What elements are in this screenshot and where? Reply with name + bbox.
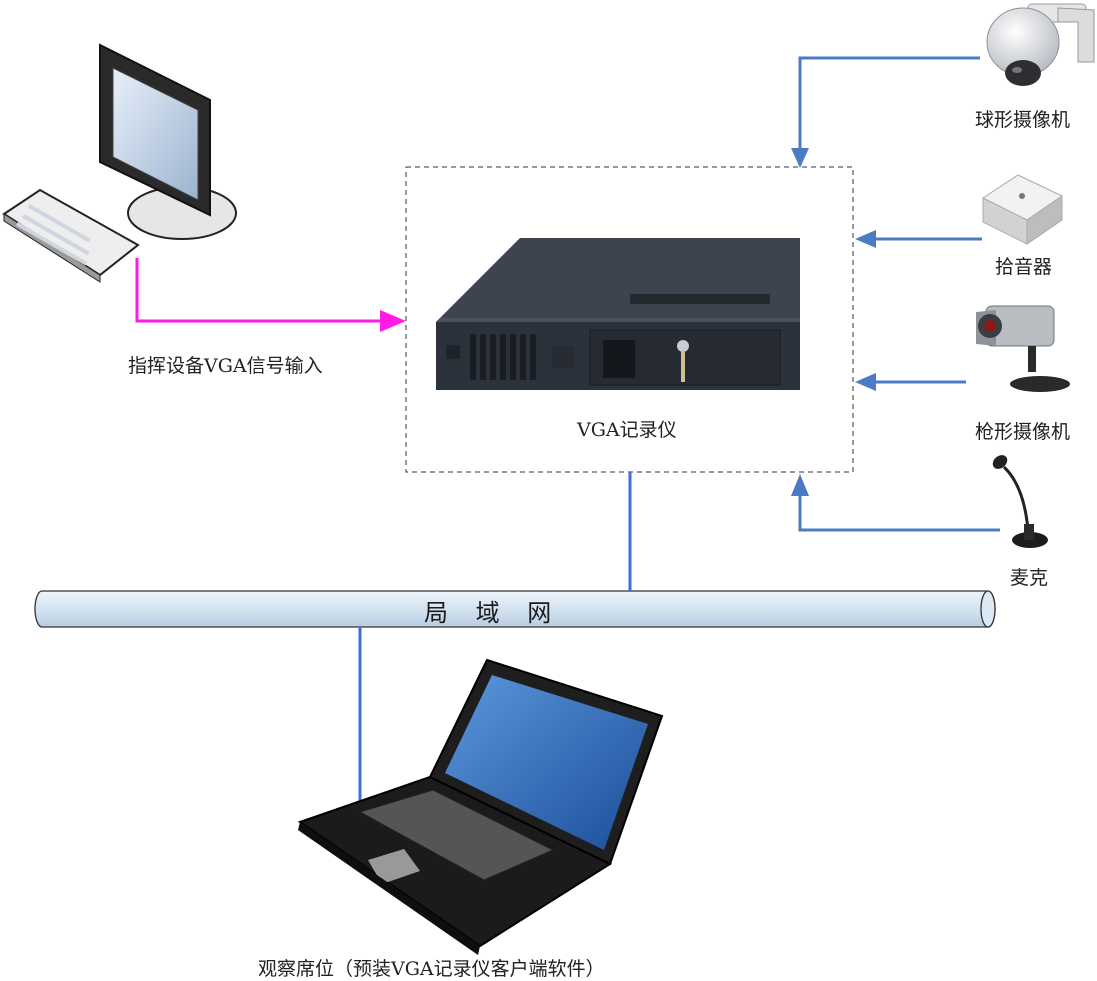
- pickup-arrow: [855, 230, 876, 248]
- dome-camera-icon: [986, 3, 1095, 86]
- lan-label: 局 域 网: [424, 599, 562, 627]
- bullet-camera-arrow: [855, 373, 876, 391]
- microphone-icon: [992, 455, 1048, 548]
- mic-label: 麦克: [1010, 567, 1049, 589]
- bullet-camera-label: 枪形摄像机: [975, 421, 1071, 443]
- vga-input-arrow: [380, 310, 406, 332]
- desktop-pc-icon: [2, 43, 237, 283]
- lan-pipe: [34, 590, 996, 628]
- pickup-label: 拾音器: [995, 256, 1053, 278]
- pc-label: 指挥设备VGA信号输入: [128, 355, 323, 377]
- viewer-label: 观察席位（预装VGA记录仪客户端软件）: [258, 958, 605, 980]
- pickup-icon: [981, 174, 1063, 245]
- mic-arrow: [791, 474, 809, 496]
- bullet-camera-icon: [976, 305, 1070, 392]
- recorder-label: VGA记录仪: [577, 419, 677, 441]
- vga-recorder-icon: [436, 238, 800, 390]
- laptop-icon: [297, 658, 664, 955]
- dome-camera-line: [798, 56, 980, 152]
- dome-camera-label: 球形摄像机: [975, 109, 1071, 131]
- dome-camera-arrow: [791, 148, 809, 168]
- mic-line: [798, 492, 1000, 532]
- vga-input-line: [135, 258, 390, 323]
